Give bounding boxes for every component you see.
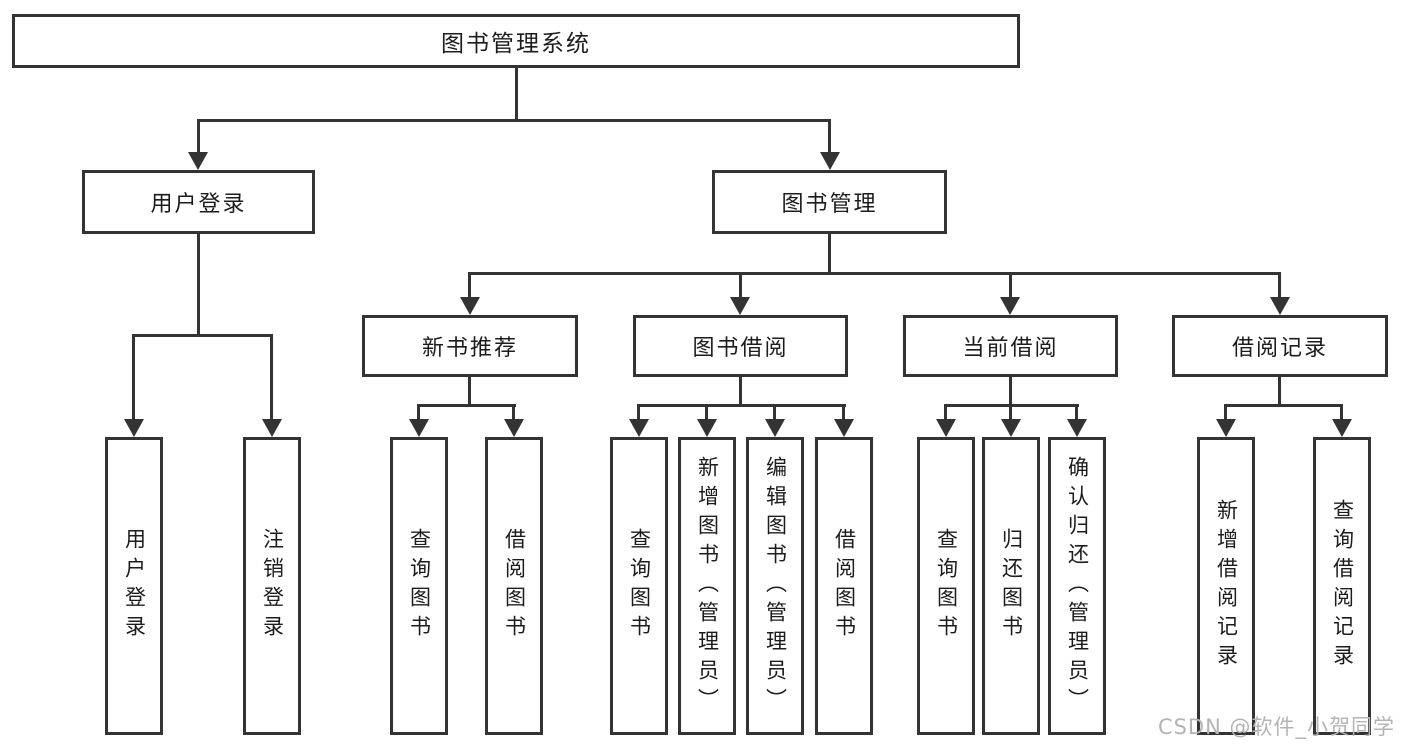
connector-current-borrow-stem [1009,377,1012,407]
arrow-leaf-query-record [1332,419,1352,437]
connector-book-management-stem [828,234,831,275]
node-book-borrow: 图书借阅 [633,315,848,377]
arrow-leaf-add-record [1216,419,1236,437]
csdn-watermark: CSDN @软件_小贺同学 [1157,715,1395,739]
connector-user-login-drop [197,119,200,155]
arrow-leaf-return-books [1001,419,1021,437]
arrow-leaf-confirm-return [1067,419,1087,437]
arrow-current-borrow [1000,297,1020,315]
connector-new-books-drop [468,272,471,300]
leaf-borrow-books-borrow: 借阅图书 [815,437,873,735]
connector-leaf-query-books-b-drop [637,404,640,422]
arrow-borrow-records [1270,297,1290,315]
node-user-login: 用户登录 [82,170,315,234]
connector-root-stem [515,68,518,122]
leaf-borrow-books-newbooks: 借阅图书 [485,437,543,735]
connector-new-books-stem [468,377,471,407]
connector-level2-split [197,119,831,122]
connector-user-login-stem [197,234,200,337]
arrow-leaf-logout [262,419,282,437]
arrow-leaf-query-books-b [629,419,649,437]
node-borrow-records: 借阅记录 [1172,315,1388,377]
connector-level3-split [468,272,1281,275]
connector-book-borrow-stem [739,377,742,407]
leaf-query-books-current: 查询图书 [917,437,975,735]
arrow-leaf-query-books-a [409,419,429,437]
arrow-new-books [460,297,480,315]
arrow-leaf-edit-books [765,419,785,437]
connector-leaf-query-books-c-drop [944,404,947,422]
arrow-book-management [820,152,840,170]
connector-book-borrow-split [637,404,846,407]
connector-borrow-records-stem [1278,377,1281,407]
arrow-leaf-user-login [124,419,144,437]
arrow-book-borrow [730,297,750,315]
connector-leaf-borrow-books-a-drop [512,404,515,422]
connector-leaf-edit-books-drop [773,404,776,422]
connector-new-books-split [417,404,516,407]
node-current-borrow: 当前借阅 [903,315,1118,377]
leaf-user-login: 用户登录 [105,437,163,735]
connector-borrow-records-drop [1278,272,1281,300]
arrow-leaf-query-books-c [936,419,956,437]
connector-book-management-drop [828,119,831,155]
arrow-user-login [188,152,208,170]
connector-leaf-query-books-a-drop [417,404,420,422]
connector-login-split [132,334,273,337]
connector-leaf-logout-drop [270,334,273,422]
connector-leaf-confirm-return-drop [1075,404,1078,422]
connector-leaf-add-record-drop [1224,404,1227,422]
leaf-query-borrow-record: 查询借阅记录 [1313,437,1371,735]
connector-leaf-return-books-drop [1009,404,1012,422]
connector-leaf-borrow-books-b-drop [842,404,845,422]
connector-book-borrow-drop [739,272,742,300]
arrow-leaf-add-books [697,419,717,437]
node-library-management-system: 图书管理系统 [12,14,1020,68]
leaf-confirm-return-admin: 确认归还（管理员） [1048,437,1106,735]
leaf-add-books-admin: 新增图书（管理员） [678,437,736,735]
leaf-add-borrow-record: 新增借阅记录 [1197,437,1255,735]
node-book-management: 图书管理 [712,170,947,234]
connector-leaf-login-drop [132,334,135,422]
connector-current-borrow-drop [1009,272,1012,300]
connector-borrow-records-split [1224,404,1343,407]
connector-leaf-query-record-drop [1340,404,1343,422]
arrow-leaf-borrow-books-b [834,419,854,437]
leaf-query-books-newbooks: 查询图书 [390,437,448,735]
connector-leaf-add-books-drop [705,404,708,422]
node-new-book-recommend: 新书推荐 [362,315,578,377]
arrow-leaf-borrow-books-a [504,419,524,437]
leaf-query-books-borrow: 查询图书 [610,437,668,735]
leaf-logout: 注销登录 [243,437,301,735]
leaf-return-books: 归还图书 [982,437,1040,735]
leaf-edit-books-admin: 编辑图书（管理员） [746,437,804,735]
